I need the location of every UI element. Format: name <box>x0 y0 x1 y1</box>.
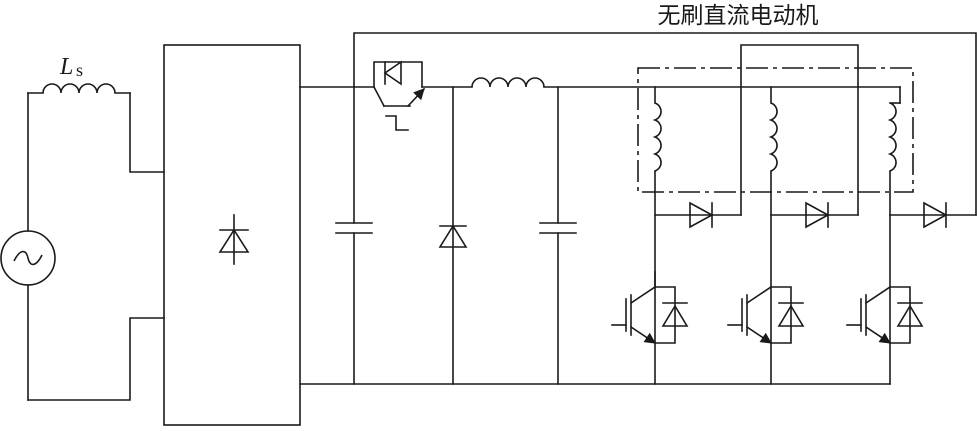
phase-igbt-3 <box>846 285 924 345</box>
inductor-label-symbol: L <box>59 54 73 80</box>
phase-winding-2 <box>768 86 778 385</box>
feedback-wire-inner <box>740 44 859 216</box>
phase-winding-1 <box>652 86 662 385</box>
wire-ac-top-in <box>129 92 165 173</box>
rectifier-diode-icon <box>218 214 250 265</box>
phase-igbt-2 <box>727 285 805 345</box>
phase-igbt-1 <box>611 271 689 345</box>
phase-winding-3 <box>887 86 901 385</box>
rectifier-block <box>163 44 301 426</box>
feedback-diode-3 <box>923 201 948 229</box>
sine-icon <box>13 250 43 266</box>
chopper-igbt <box>372 60 426 131</box>
motor-boundary <box>637 67 914 193</box>
dc-link-capacitor <box>335 86 373 385</box>
feedback-diode-2 <box>805 201 830 229</box>
ac-source <box>0 230 56 286</box>
smoothing-inductor <box>471 77 545 88</box>
motor-title: 无刷直流电动机 <box>658 3 819 29</box>
feedback-diode-1 <box>689 201 714 229</box>
line-inductor <box>27 83 131 94</box>
output-capacitor <box>539 86 577 385</box>
inductor-label-subscript: s <box>76 60 83 80</box>
wire-ac-bottom-in <box>27 317 165 401</box>
freewheel-diode <box>438 86 468 385</box>
feedback-wire-outer <box>353 32 977 216</box>
